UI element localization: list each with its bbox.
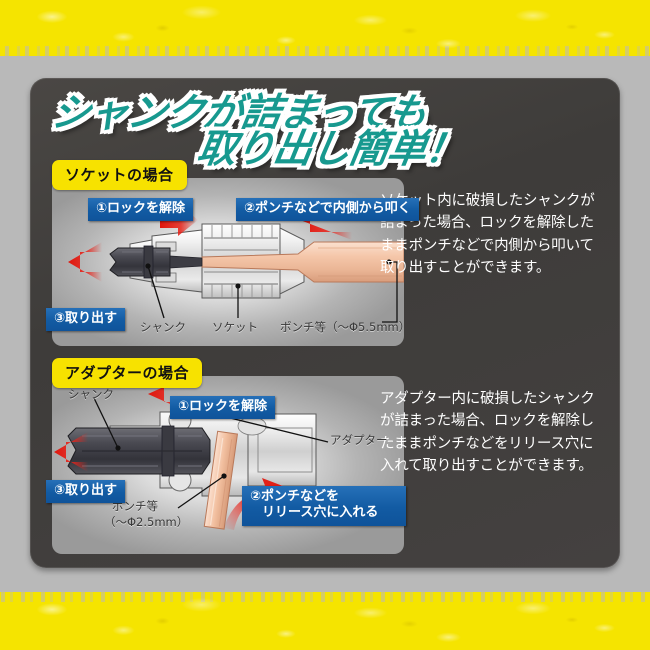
section-socket: ソケットの場合 xyxy=(30,160,620,350)
callout-extract-socket: ③取り出す xyxy=(46,308,126,332)
top-yellow-band xyxy=(0,0,650,56)
arrow-extract-adapter xyxy=(54,432,88,472)
part-label-adapter: アダプター xyxy=(330,433,388,447)
adapter-illustration xyxy=(54,376,329,530)
bottom-yellow-band xyxy=(0,592,650,650)
callout-insert-line-1: ②ポンチなどを xyxy=(250,489,340,504)
callout-unlock-adapter: ①ロックを解除 xyxy=(170,396,276,420)
callout-extract-adapter: ③取り出す xyxy=(46,480,126,504)
part-label-punch-socket: ポンチ等（～Φ5.5mm） xyxy=(280,320,404,334)
callout-insert-adapter: ②ポンチなどを リリース穴に入れる xyxy=(242,486,406,526)
socket-illustration xyxy=(68,200,404,323)
section-body-socket: ソケット内に破損したシャンクが詰まった場合、ロックを解除したままポンチなどで内側… xyxy=(380,193,595,277)
part-label-punch-size-adapter: （～Φ2.5mm） xyxy=(104,515,189,529)
callout-insert-line-2: リリース穴に入れる xyxy=(262,505,379,521)
section-tag-adapter: アダプターの場合 xyxy=(52,358,203,388)
section-tag-socket: ソケットの場合 xyxy=(52,160,187,190)
arrow-extract-socket xyxy=(68,242,102,282)
part-label-shank-socket: シャンク xyxy=(140,320,186,334)
section-body-adapter: アダプター内に破損したシャンクが詰まった場合、ロックを解除したままポンチなどをリ… xyxy=(380,391,595,475)
part-label-socket: ソケット xyxy=(212,320,258,334)
callout-strike-socket: ②ポンチなどで内側から叩く xyxy=(236,198,419,222)
callout-unlock-socket: ①ロックを解除 xyxy=(88,198,194,222)
section-adapter: アダプターの場合 xyxy=(30,358,620,558)
part-label-shank-adapter: シャンク xyxy=(68,387,114,401)
